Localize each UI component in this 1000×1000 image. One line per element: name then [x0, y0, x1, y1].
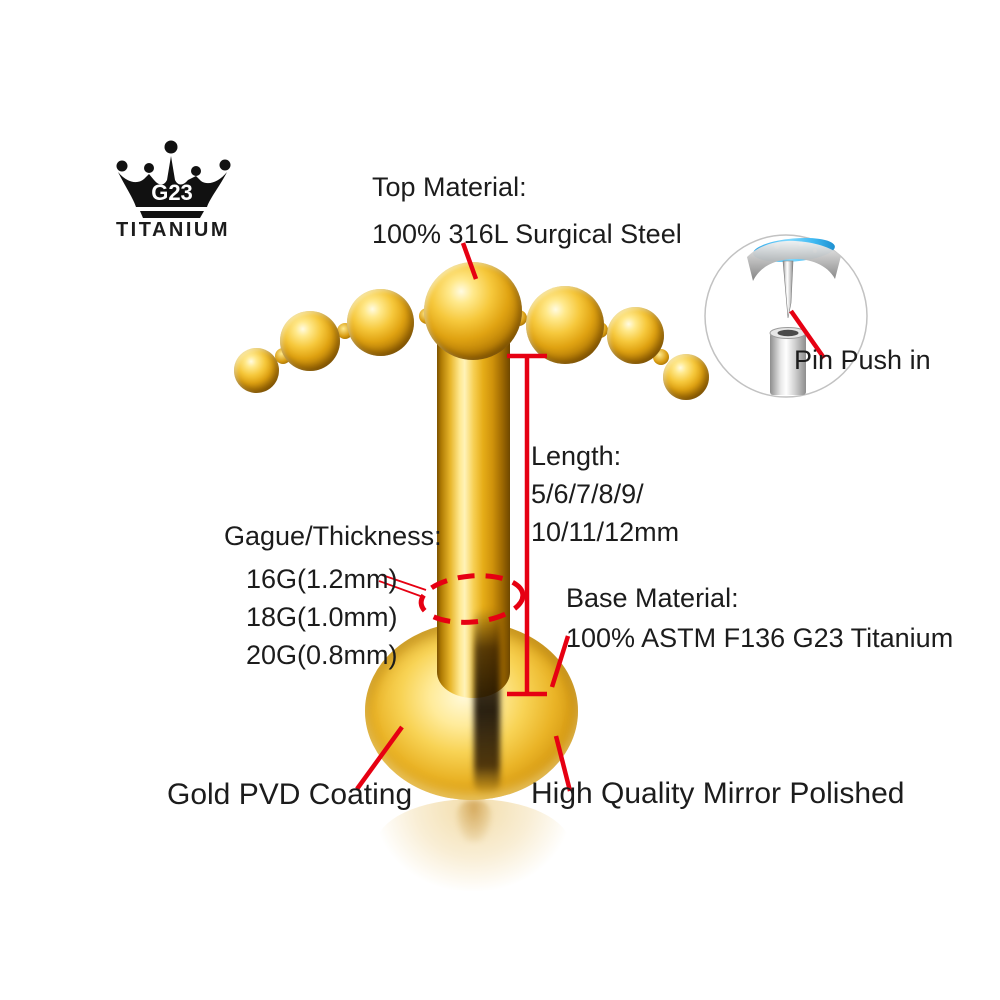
callout-base-material: Base Material: 100% ASTM F136 G23 Titani…	[566, 578, 953, 658]
base-material-title: Base Material:	[566, 583, 739, 613]
length-values-1: 5/6/7/8/9/	[531, 479, 644, 509]
gauge-title: Gague/Thickness:	[224, 521, 442, 551]
crown-label: G23	[151, 180, 193, 205]
coating-label: Gold PVD Coating	[167, 778, 413, 811]
pin-top-setting	[747, 240, 841, 281]
length-title: Length:	[531, 441, 622, 471]
pin-shaft	[782, 260, 794, 319]
bead-4-center	[424, 262, 522, 360]
length-values-2: 10/11/12mm	[531, 517, 680, 547]
bead-3	[347, 289, 414, 356]
gauge-option-18g: 18G(1.0mm)	[246, 602, 398, 632]
callout-top-material: Top Material: 100% 316L Surgical Steel	[372, 164, 682, 258]
gauge-option-20g: 20G(0.8mm)	[246, 640, 398, 670]
callout-length: Length: 5/6/7/8/9/ 10/11/12mm	[531, 437, 679, 551]
crown-icon: G23	[116, 140, 231, 218]
post-reflection	[456, 800, 492, 842]
bead-2	[280, 311, 340, 371]
bead-1	[234, 348, 279, 393]
bead-6	[607, 307, 664, 364]
top-material-title: Top Material:	[372, 172, 527, 202]
gauge-options: 16G(1.2mm) 18G(1.0mm) 20G(0.8mm)	[246, 560, 398, 674]
finish-label: High Quality Mirror Polished	[531, 777, 905, 810]
top-material-value: 100% 316L Surgical Steel	[372, 219, 682, 249]
base-material-value: 100% ASTM F136 G23 Titanium	[566, 623, 954, 653]
brand-name: TITANIUM	[115, 219, 231, 241]
bead-5	[526, 286, 604, 364]
inset-circle	[704, 234, 868, 398]
gauge-option-16g: 16G(1.2mm)	[246, 564, 398, 594]
bead-7	[663, 354, 709, 400]
post-shadow	[474, 608, 500, 794]
pin-push-label: Pin Push in	[794, 345, 931, 375]
